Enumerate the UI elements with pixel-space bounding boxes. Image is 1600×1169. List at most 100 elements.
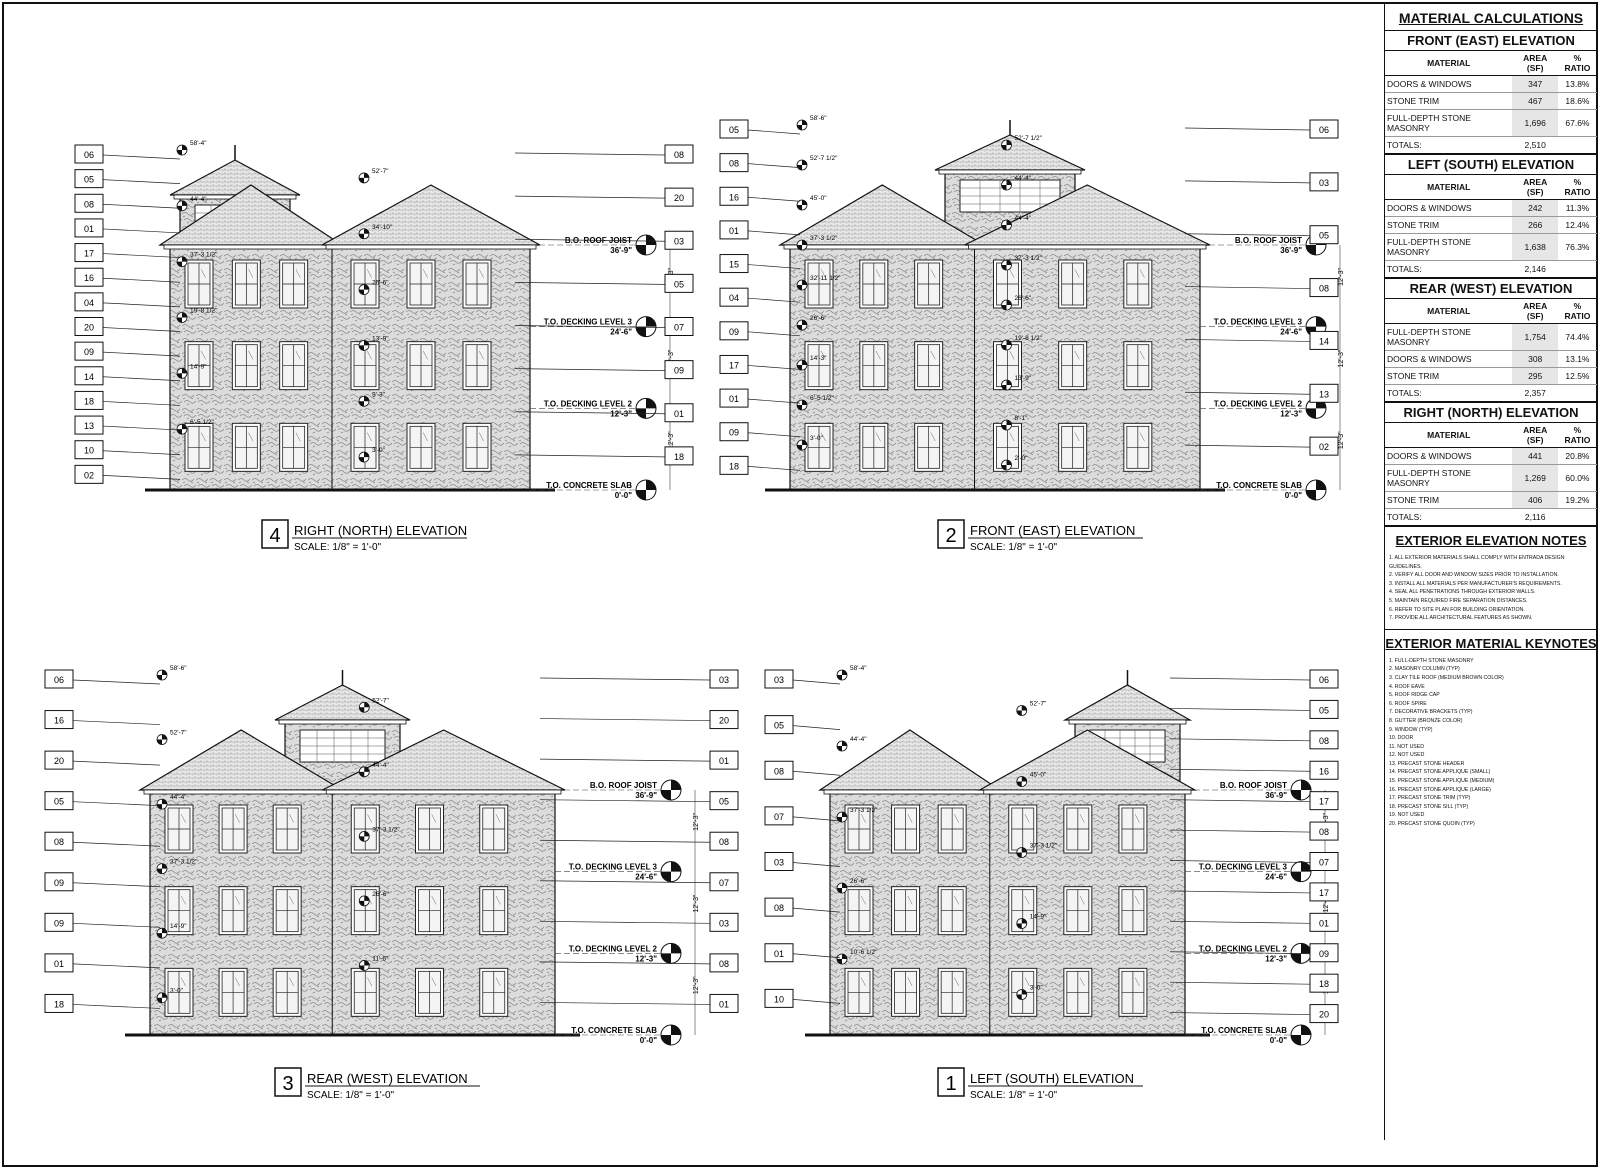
keynote-number: 04 xyxy=(84,298,94,308)
dim-marker-fill xyxy=(837,954,847,964)
leader-line xyxy=(1169,920,1311,924)
keynote-tag xyxy=(1309,669,1339,689)
keynote-tag xyxy=(44,791,74,811)
keynote-tag xyxy=(719,455,749,475)
leader-line xyxy=(72,679,161,685)
dimension-label: 37'-3 1/2" xyxy=(190,252,218,259)
dim-marker-fill xyxy=(177,145,187,155)
level-elevation: 12'-3" xyxy=(610,409,632,418)
leader-line xyxy=(539,961,711,965)
dim-marker-fill xyxy=(1001,180,1012,190)
keynote-tag xyxy=(1309,730,1339,750)
leader-line xyxy=(102,302,181,308)
table-header: AREA (SF) xyxy=(1512,174,1558,200)
window-glare xyxy=(820,269,826,278)
window-glare xyxy=(200,350,206,360)
table-cell: 347 xyxy=(1512,75,1558,93)
keynote-number: 17 xyxy=(729,360,739,370)
keynote-number: 17 xyxy=(84,249,94,259)
dim-marker-fill xyxy=(837,741,847,751)
window-glare xyxy=(248,350,254,360)
dimension-label: 58'-6" xyxy=(170,665,187,672)
keynote-tag xyxy=(719,153,749,173)
keynote-tag xyxy=(74,144,104,164)
keynote-tag xyxy=(719,119,749,139)
keynote-tag xyxy=(664,403,694,423)
leader-line xyxy=(792,679,841,685)
level-name: T.O. DECKING LEVEL 2 xyxy=(1214,399,1303,408)
dimension-label: 37'-3 1/2" xyxy=(1015,255,1043,262)
keynote-number: 03 xyxy=(719,918,729,928)
keynote-tag xyxy=(74,464,104,484)
dimension-label: 26'-6" xyxy=(1015,295,1032,302)
table-header: MATERIAL xyxy=(1385,50,1513,76)
keynote-tag xyxy=(1309,912,1339,932)
dim-marker-fill xyxy=(797,440,807,450)
window-glare xyxy=(1024,814,1030,823)
keynote-item: 4. ROOF EAVE xyxy=(1389,683,1425,690)
keynote-number: 01 xyxy=(674,409,684,419)
leader-line xyxy=(1169,981,1311,985)
keynote-number: 02 xyxy=(84,470,94,480)
window-glare xyxy=(495,814,501,823)
note-item: 3. INSTALL ALL MATERIALS PER MANUFACTURE… xyxy=(1389,580,1562,587)
dim-marker-fill xyxy=(177,368,187,379)
dim-marker-fill xyxy=(157,928,167,939)
keynote-tag xyxy=(664,317,694,336)
leader-line xyxy=(747,196,801,202)
leader-line xyxy=(539,758,711,762)
note-item: 5. MAINTAIN REQUIRED FIRE SEPARATION DIS… xyxy=(1389,597,1528,604)
dimension-text: 12'-3" xyxy=(668,349,675,367)
leader-line xyxy=(539,799,711,803)
roof-eave xyxy=(325,244,537,250)
keynote-number: 09 xyxy=(54,918,64,928)
keynote-tag xyxy=(74,366,104,386)
roof xyxy=(1062,684,1193,721)
dimension-label: 13'-9" xyxy=(372,335,389,342)
leader-line xyxy=(539,1002,711,1005)
leader-line xyxy=(514,282,666,285)
keynote-number: 01 xyxy=(54,959,64,969)
level-name: T.O. CONCRETE SLAB xyxy=(546,481,632,490)
keynote-number: 07 xyxy=(719,878,729,888)
dim-marker-fill xyxy=(157,863,167,874)
level-name: B.O. ROOF JOIST xyxy=(1220,781,1287,790)
table-cell: DOORS & WINDOWS xyxy=(1385,75,1513,93)
table-cell: 242 xyxy=(1512,199,1558,217)
keynote-number: 05 xyxy=(719,797,729,807)
window-glare xyxy=(875,269,881,278)
level-elevation: 0'-0" xyxy=(640,1036,657,1045)
roof-eave xyxy=(938,169,1082,175)
table-cell: 11.3% xyxy=(1557,199,1597,217)
keynote-number: 10 xyxy=(774,994,784,1004)
level-elevation: 0'-0" xyxy=(1285,491,1302,500)
dim-marker-fill xyxy=(797,120,807,130)
table-header: MATERIAL xyxy=(1385,298,1513,324)
keynote-number: 20 xyxy=(84,323,94,333)
dimension-label: 13'-9" xyxy=(1015,375,1032,382)
table-cell: FULL-DEPTH STONE MASONRY xyxy=(1385,233,1513,261)
table-cell: 60.0% xyxy=(1557,464,1597,492)
keynote-tag xyxy=(44,710,74,730)
dim-marker-fill xyxy=(1016,989,1027,1000)
table-cell: FULL-DEPTH STONE MASONRY xyxy=(1385,464,1513,492)
leader-line xyxy=(72,963,161,969)
level-marker-fill xyxy=(1306,480,1326,500)
window-glare xyxy=(495,895,501,905)
dim-marker-fill xyxy=(359,702,370,713)
roof xyxy=(934,134,1086,171)
keynote-number: 07 xyxy=(774,812,784,822)
view-number-box xyxy=(261,519,289,549)
keynote-tag xyxy=(664,446,694,466)
dim-marker-fill xyxy=(797,280,807,290)
dim-marker-fill xyxy=(1001,340,1012,350)
keynote-item: 10. DOOR xyxy=(1389,735,1414,742)
keynote-tag xyxy=(74,390,104,410)
table-cell: 12.5% xyxy=(1557,367,1597,385)
dimension-label: 52'-7" xyxy=(170,730,187,737)
